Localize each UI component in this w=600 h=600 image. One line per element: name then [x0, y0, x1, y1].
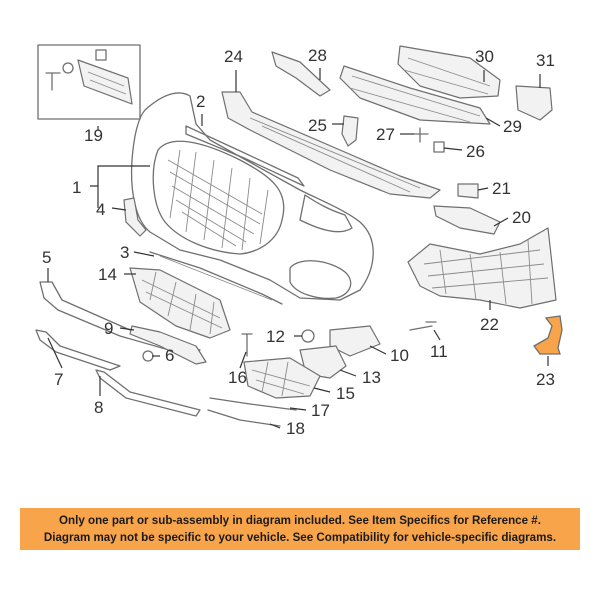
part-1-bumper-cover	[130, 92, 374, 301]
disclaimer-banner: Only one part or sub-assembly in diagram…	[20, 508, 580, 550]
part-22-side-bracket	[407, 227, 557, 309]
callout-9: 9	[104, 319, 113, 338]
callout-31: 31	[536, 51, 555, 70]
callout-18: 18	[286, 419, 305, 438]
callout-15: 15	[336, 384, 355, 403]
callout-26: 26	[466, 142, 485, 161]
callout-21: 21	[492, 179, 511, 198]
part-21-clip	[457, 183, 479, 199]
part-10-fog-cover	[329, 325, 381, 357]
part-23-highlighted	[533, 315, 563, 355]
callout-30: 30	[475, 47, 494, 66]
callout-5: 5	[42, 248, 51, 267]
part-29-absorber	[339, 65, 491, 125]
part-12-sensor	[301, 329, 315, 343]
part-8-strip	[95, 369, 201, 417]
callout-28: 28	[308, 46, 327, 65]
callout-17: 17	[311, 401, 330, 420]
callout-10: 10	[390, 346, 409, 365]
part-24-upper-support	[221, 91, 441, 199]
part-4-bracket	[123, 197, 147, 237]
part-19-inset	[37, 44, 141, 120]
callout-8: 8	[94, 398, 103, 417]
part-2-upper-trim	[185, 125, 305, 187]
part-27-bolt	[413, 127, 429, 143]
part-14-lower-grille	[129, 267, 231, 339]
part-18-strip	[207, 409, 281, 427]
part-26-nut	[433, 141, 445, 153]
callout-25: 25	[308, 116, 327, 135]
callout-14: 14	[98, 265, 117, 284]
part-6-clip	[142, 350, 154, 362]
part-7-strip	[35, 329, 121, 371]
part-9-trim	[129, 325, 207, 365]
callout-23: 23	[536, 370, 555, 389]
callout-3: 3	[120, 243, 129, 262]
part-17-strip	[209, 397, 297, 411]
callout-22: 22	[480, 315, 499, 334]
callout-2: 2	[196, 92, 205, 111]
callout-29: 29	[503, 117, 522, 136]
part-16-screw	[241, 333, 253, 357]
callout-12: 12	[266, 327, 285, 346]
callout-19: 19	[84, 126, 103, 145]
callout-1: 1	[72, 178, 81, 197]
callout-4: 4	[96, 200, 105, 219]
part-25-clip	[341, 115, 359, 147]
callout-13: 13	[362, 368, 381, 387]
part-28-bracket	[271, 51, 331, 97]
callout-16: 16	[228, 368, 247, 387]
part-20-bracket	[433, 205, 501, 235]
callout-27: 27	[376, 125, 395, 144]
callout-6: 6	[165, 346, 174, 365]
disclaimer-line-2: Diagram may not be specific to your vehi…	[43, 531, 557, 544]
part-31-bracket	[515, 85, 553, 121]
part-11-bolt	[409, 321, 437, 331]
disclaimer-line-1: Only one part or sub-assembly in diagram…	[59, 514, 541, 527]
callout-24: 24	[224, 47, 243, 66]
part-3-lower-strip	[149, 251, 283, 305]
callout-11: 11	[430, 342, 448, 361]
callout-20: 20	[512, 208, 531, 227]
callout-7: 7	[54, 370, 63, 389]
leader-lines	[47, 68, 549, 429]
